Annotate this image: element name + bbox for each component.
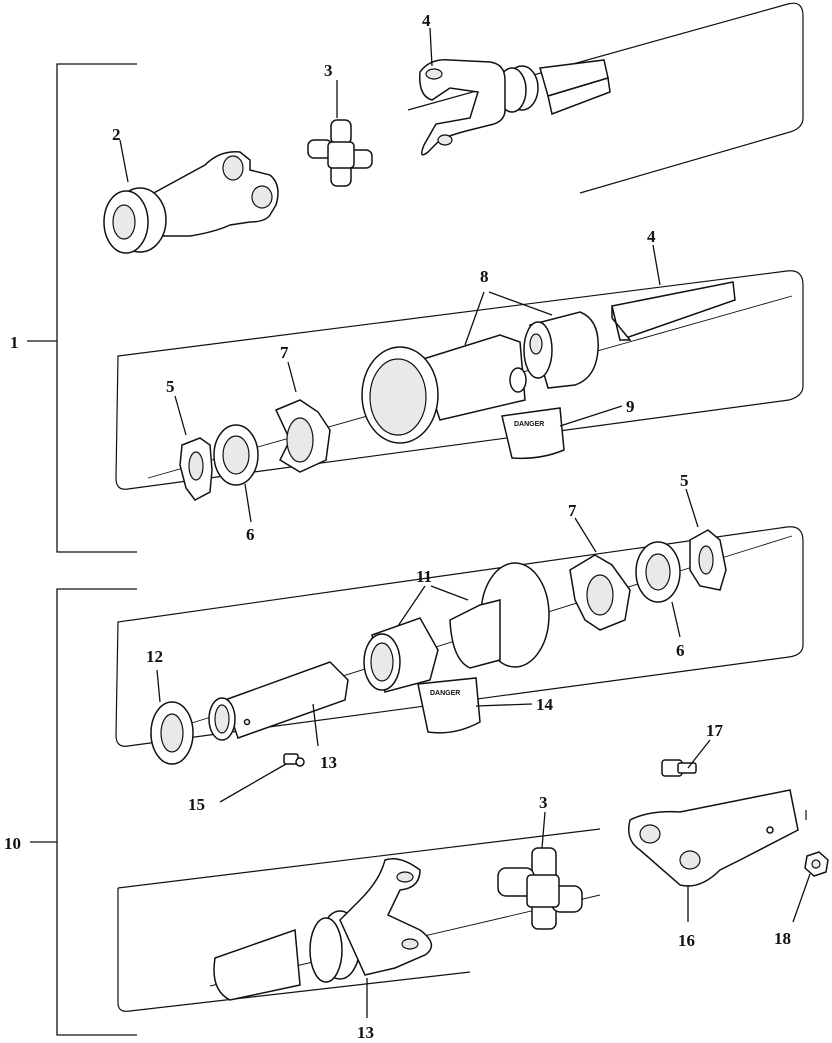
- callout-8: 8: [480, 267, 489, 286]
- clamp-yoke: [628, 789, 799, 887]
- callout-14: 14: [536, 695, 554, 714]
- outer-shield-tube: [361, 334, 527, 444]
- callout-4: 4: [422, 11, 431, 30]
- end-ring-lower: [150, 701, 194, 765]
- bearing-sleeve-upper: [523, 311, 599, 389]
- tube-yoke-bottom: [213, 858, 433, 1001]
- callout-13: 13: [320, 753, 337, 772]
- hex-nut: [804, 851, 829, 877]
- panel-inner-tube: [115, 526, 804, 747]
- callout-2: 2: [112, 125, 121, 144]
- u-joint-cross-bottom: [497, 847, 583, 930]
- panel-top-yoke: [407, 2, 804, 194]
- callout-6: 6: [246, 525, 255, 544]
- callout-4: 4: [647, 227, 656, 246]
- callout-18: 18: [774, 929, 791, 948]
- callout-5: 5: [166, 377, 175, 396]
- danger-decal-lower: DANGER: [417, 677, 481, 734]
- bracket-group-10: [30, 588, 137, 1036]
- callout-10: 10: [4, 834, 21, 853]
- bearing-ring-upper: [213, 424, 259, 486]
- callout-7: 7: [280, 343, 289, 362]
- callout-6: 6: [676, 641, 685, 660]
- callout-11: 11: [416, 567, 432, 586]
- bracket-group-1: [27, 63, 137, 553]
- danger-decal-upper-text: DANGER: [514, 421, 544, 428]
- snap-ring-lower: [689, 529, 727, 591]
- inner-shield-cone: [449, 562, 550, 669]
- retaining-ring-upper: [274, 399, 331, 473]
- leader-lines: [119, 27, 811, 1018]
- grease-fitting: [283, 753, 305, 767]
- bell-yoke: [103, 151, 279, 254]
- callout-13: 13: [357, 1023, 374, 1042]
- callout-17: 17: [706, 721, 724, 740]
- panel-outer-tube: [115, 270, 804, 490]
- callout-9: 9: [626, 397, 635, 416]
- danger-decal-upper: DANGER: [501, 407, 565, 460]
- yoke-with-shaft: [419, 59, 611, 156]
- callout-1: 1: [10, 333, 19, 352]
- callout-16: 16: [678, 931, 695, 950]
- u-joint-cross-top: [307, 119, 373, 187]
- retaining-ring-lower: [569, 554, 631, 631]
- inner-tube: [208, 661, 349, 741]
- callout-5: 5: [680, 471, 689, 490]
- danger-decal-lower-text: DANGER: [430, 690, 460, 697]
- callout-12: 12: [146, 647, 163, 666]
- capscrew: [661, 759, 697, 777]
- snap-ring-upper: [179, 437, 213, 501]
- panel-bottom-yoke: [117, 810, 807, 1012]
- bearing-sleeve-lower: [363, 617, 439, 693]
- bearing-ring-lower: [635, 541, 681, 603]
- callout-labels: 1 2 3 4 4 5 6 7 8 9 10 11 7 5 6 12 13 14…: [4, 11, 791, 1042]
- callout-3: 3: [324, 61, 333, 80]
- callout-15: 15: [188, 795, 205, 814]
- callout-3: 3: [539, 793, 548, 812]
- callout-7: 7: [568, 501, 577, 520]
- tube-profile-upper: [611, 281, 736, 341]
